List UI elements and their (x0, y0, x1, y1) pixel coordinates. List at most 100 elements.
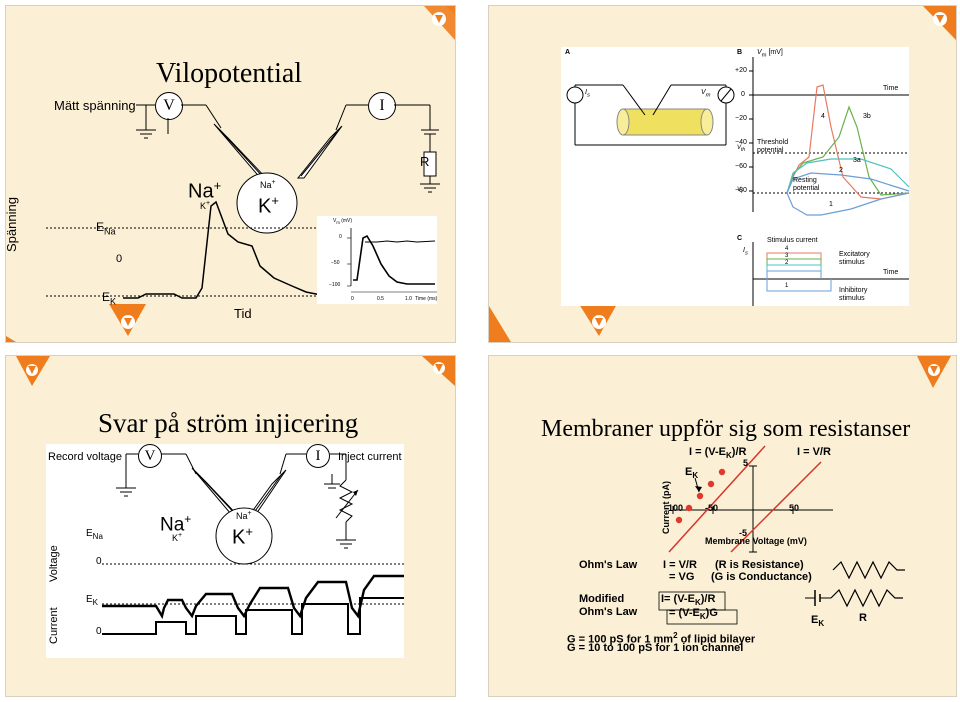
ek-label-sub: K (692, 471, 699, 481)
c-inh-2: stimulus (839, 295, 865, 302)
b-time-label: Time (883, 85, 899, 92)
ohms-law-label: Ohm's Law (579, 559, 638, 571)
a-left-sub: s (586, 92, 590, 99)
modified-label-1: Modified (579, 593, 625, 605)
slide3-k-small: K+ (172, 532, 182, 543)
threshold-label-1: Threshold (757, 139, 789, 146)
eq-top-left-end: )/R (731, 446, 747, 458)
i-symbol: I (379, 97, 385, 114)
ammeter-symbol: I (368, 92, 396, 120)
ohms-eq2: = VG (669, 571, 695, 583)
slide3-zero-c: 0 (96, 626, 102, 637)
b-ytick-2: −20 (735, 115, 747, 122)
cell-na-text: Na (260, 180, 272, 190)
mod-eq1: I= (V-EK)/R (661, 593, 715, 607)
slide3-cell-k-charge: + (245, 524, 253, 539)
slide3-figure: V I Na+ K+ Na+ K+ ENa 0 EK 0 Voltage Cur… (46, 444, 404, 658)
b-ylabel-v: V (757, 49, 762, 56)
slide3-cell-na-text: Na (236, 511, 248, 521)
c-exc-2: stimulus (839, 259, 865, 266)
mod-eq2-end: )G (705, 607, 718, 619)
c-level-2: 2 (785, 260, 789, 266)
b-ytick-4: −60 (735, 163, 747, 170)
inset-plot: Vm (mV) 0 −50 −100 0 0.5 1.0 Time (ms) (317, 216, 437, 304)
slide1-cell-k: K+ (258, 193, 279, 219)
zero-label: 0 (116, 253, 123, 265)
slide3-record-label: Record voltage (48, 451, 122, 463)
r-symbol: R (420, 154, 430, 169)
ohms-eq1: I = V/R (663, 559, 697, 571)
slide1-circuit (46, 104, 440, 299)
curve-label-3b: 3b (863, 113, 871, 120)
slide3-e-k-e: E (86, 594, 93, 605)
inset-xlabel: Time (ms) (415, 296, 438, 302)
inset-xtick-0: 0 (351, 296, 354, 302)
ohms-note2: (G is Conductance) (711, 571, 812, 583)
deco-orange-circles (6, 6, 455, 342)
panel-a-label: A (565, 49, 571, 56)
figure-abc: A B C Is Vm Vm [mV] +20 0 −20 −40 −60 −8… (561, 47, 910, 306)
vr-sub: r (741, 189, 743, 196)
curve-label-2: 2 (839, 167, 843, 174)
c-inh-1: Inhibitory (839, 287, 868, 294)
slide-4: Membraner uppför sig som resistanser I =… (488, 355, 957, 697)
na-charge: + (213, 178, 222, 193)
slide3-inject-label: Inject current (338, 451, 402, 463)
b-ylabel: Vm [mV] (757, 49, 783, 58)
mod-eq1-end: )/R (700, 593, 716, 605)
iv-plot (658, 445, 905, 625)
ek-circuit-sub: K (818, 619, 825, 629)
slide3-title: Svar på ström injicering (98, 408, 359, 438)
mod-eq1-a: I= (V-E (661, 593, 695, 605)
slide3-v-symbol: V (144, 448, 156, 464)
slide3-zero-v: 0 (96, 556, 102, 567)
vr-v: V (737, 187, 742, 193)
g-line1-post: of lipid bilayer (677, 633, 756, 646)
b-ytick-3: −40 (735, 139, 747, 146)
slide3-i-symbol: I (315, 448, 321, 464)
e-k-e: E (102, 290, 111, 304)
curve-label-3a: 3a (853, 157, 861, 164)
slide-3: Svar på ström injicering (5, 355, 456, 697)
vr-label: Vr (737, 187, 743, 195)
slide3-na-ion: Na+ (160, 512, 191, 536)
g-line2: G = 10 to 100 pS for 1 ion channel (567, 642, 744, 654)
inset-ylabel-unit: (mV) (341, 218, 353, 224)
threshold-label-2: potential (757, 147, 784, 154)
panel-c-label: C (737, 235, 743, 242)
mod-eq2: = (V-EK)G (669, 607, 718, 621)
c-time-label: Time (883, 269, 899, 276)
curve-label-4: 4 (821, 113, 825, 120)
c-exc-1: Excitatory (839, 251, 870, 258)
ek-label-e: E (685, 466, 693, 478)
eq-top-left: I = (V-EK)/R (689, 446, 746, 460)
modified-label-2: Ohm's Law (579, 606, 638, 618)
ek-circuit-label: EK (811, 614, 824, 628)
slide3-current-label: Current (48, 607, 60, 644)
tick-neg100: -100 (665, 503, 684, 513)
k-small-text: K (200, 201, 207, 211)
a-right-v: V (701, 89, 706, 96)
g-line1-pre: G = 100 pS for 1 mm (567, 633, 674, 646)
b-ylabel-sub: m (761, 52, 767, 59)
inset-svg (347, 228, 437, 293)
inset-xtick-2: 1.0 (405, 296, 412, 302)
slide3-e-na-sub: Na (92, 532, 103, 541)
c-level-3: 3 (785, 253, 789, 259)
inset-ytick-0: 0 (339, 234, 342, 240)
cell-k-text: K (258, 195, 272, 218)
slide3-e-na: ENa (86, 528, 103, 541)
slide1-axis-vertical: Spänning (4, 197, 19, 252)
inset-ytick-2: −100 (329, 282, 341, 288)
cell-na-charge: + (271, 179, 276, 186)
x-axis-tid: Tid (234, 306, 252, 321)
e-na-label: ENa (96, 220, 116, 236)
slide3-k-small-charge: + (178, 532, 183, 539)
slide3-e-k-sub: K (92, 598, 99, 607)
mod-eq1-sub: K (694, 598, 701, 608)
c-ylabel-i: I (743, 247, 745, 254)
g-line1-sup: 2 (673, 631, 678, 640)
mod-eq2-sub: K (699, 612, 706, 622)
curve-label-1: 1 (829, 201, 833, 208)
b-ytick-0: +20 (735, 67, 747, 74)
